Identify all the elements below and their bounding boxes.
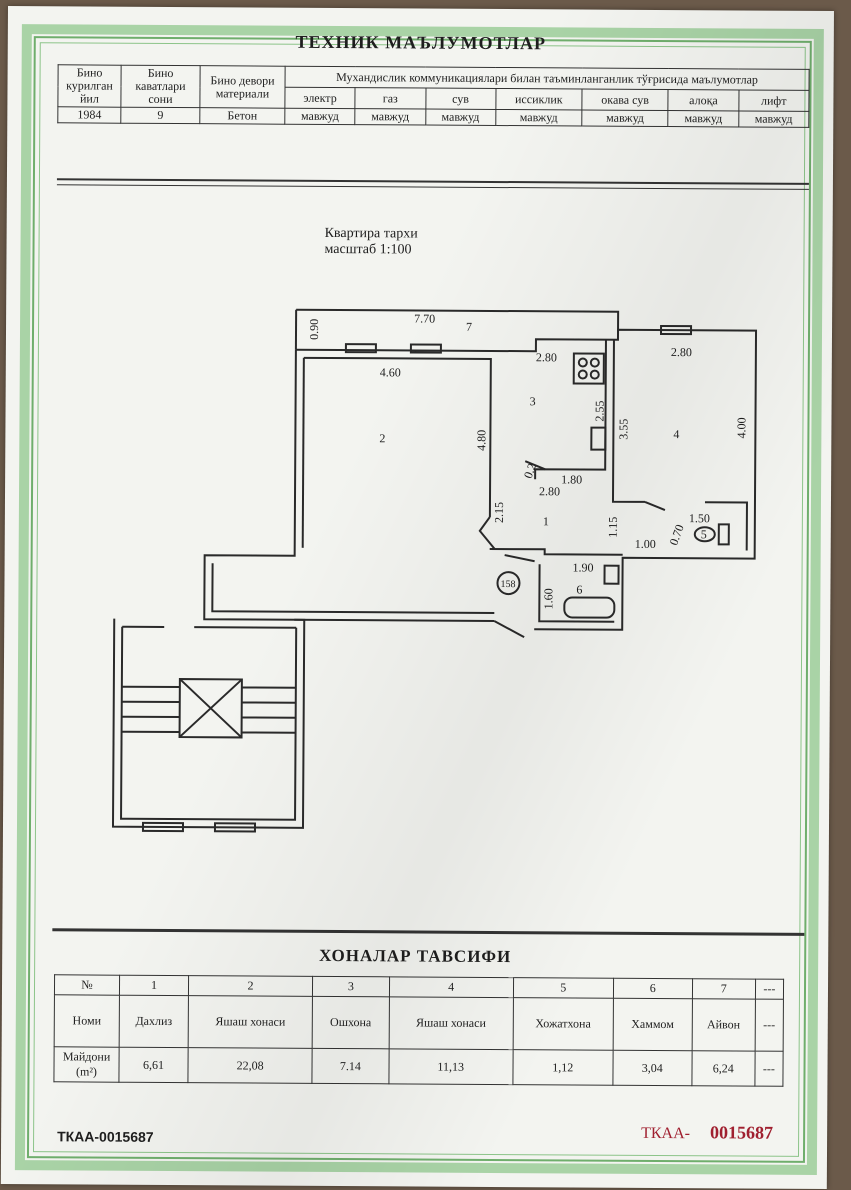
dim-label: 2.55 [592, 401, 606, 422]
table-cell: --- [754, 999, 784, 1052]
dim-label: 1.50 [689, 511, 710, 525]
room-number: 2 [379, 431, 385, 445]
dim-label: 7 [466, 320, 472, 334]
row-header: Номи [54, 994, 120, 1048]
table-cell: 6,24 [691, 1050, 755, 1087]
dim-label: 4.00 [734, 417, 748, 438]
table-cell: --- [754, 1051, 784, 1087]
stove [572, 352, 605, 385]
dim-label: 7.70 [414, 311, 435, 325]
table-row: Майдони (m²) 6,61 22,08 7.14 11,13 1,12 … [53, 1046, 784, 1087]
table-row: Номи Дахлиз Яшаш хонаси Ошхона Яшаш хона… [54, 994, 784, 1052]
serial-number: ТКАА-0015687 [57, 1128, 154, 1145]
table-cell: Ошхона [312, 996, 390, 1049]
apartment-number: 158 [500, 579, 515, 590]
rooms-table: № 1 2 3 4 5 6 7 --- Номи Дахлиз Яшаш хон… [53, 974, 784, 1087]
table-cell: 11,13 [388, 1048, 513, 1085]
table-cell: Яшаш хонаси [188, 995, 313, 1049]
table-cell: 22,08 [187, 1047, 313, 1084]
table-cell: Хожатхона [512, 997, 614, 1051]
balcony-outline [296, 308, 620, 335]
table-cell: Дахлиз [119, 995, 189, 1048]
dim-label: 2.15 [492, 502, 506, 523]
table-cell: 3 [312, 976, 390, 997]
room-number: 5 [701, 527, 707, 541]
serial-digits: 0015687 [709, 1122, 774, 1143]
room-number: 6 [576, 582, 582, 596]
dim-label: 4.80 [474, 430, 488, 451]
dim-label: 4.60 [380, 365, 401, 379]
dim-label: 1.00 [635, 537, 656, 551]
table-cell: 6 [613, 978, 693, 999]
floor-plan: 7.70 7 0.90 4.60 2.80 2.80 2.55 3.55 4.0… [111, 308, 758, 833]
table-cell: 5 [513, 977, 614, 999]
table-cell: 4 [389, 976, 514, 998]
table-cell: 1,12 [512, 1049, 614, 1086]
sink [590, 426, 607, 451]
apartment-number-circle [496, 571, 521, 596]
table-cell: 3,04 [612, 1050, 692, 1086]
room-number: 3 [530, 394, 536, 408]
room-number: 4 [673, 427, 679, 441]
bathtub [563, 596, 616, 619]
dim-label: 1.90 [573, 560, 594, 574]
dim-label: 3.55 [616, 419, 630, 440]
dim-label: 1.60 [541, 588, 555, 609]
table-cell: 7.14 [312, 1048, 389, 1084]
table-cell: 7 [692, 978, 756, 1000]
table-cell: Айвон [691, 998, 756, 1052]
table-cell: Яшаш хонаси [388, 996, 514, 1050]
dim-label: 0.90 [307, 319, 321, 340]
dim-label: 2.80 [671, 345, 692, 359]
serial-prefix: ТКАА- [641, 1124, 691, 1143]
dim-label: 1.80 [561, 472, 582, 486]
dim-label: 0.2 [521, 461, 539, 480]
dim-label: 2.80 [539, 484, 560, 498]
table-cell: Хаммом [613, 998, 693, 1051]
dim-label: 1.15 [606, 517, 620, 538]
dim-label: 2.80 [536, 350, 557, 364]
serial-number-stamp: ТКАА- 0015687 [641, 1122, 773, 1144]
room-number: 1 [543, 514, 549, 528]
table-cell: 2 [188, 975, 313, 997]
dim-label: 0.70 [666, 523, 686, 548]
elevator-shaft [178, 678, 243, 739]
row-header: Майдони (m²) [53, 1046, 120, 1083]
table-cell: 1 [119, 975, 189, 996]
table-cell: --- [755, 979, 784, 1000]
apartment-outer-wall [203, 349, 495, 622]
document-sheet: ТЕХНИК МАЪЛУМОТЛАР Бино курилган йил Бин… [0, 6, 834, 1190]
toilet [693, 526, 716, 543]
stair-outline [111, 618, 306, 829]
row-header: № [54, 974, 120, 996]
table-cell: 6,61 [118, 1047, 189, 1083]
